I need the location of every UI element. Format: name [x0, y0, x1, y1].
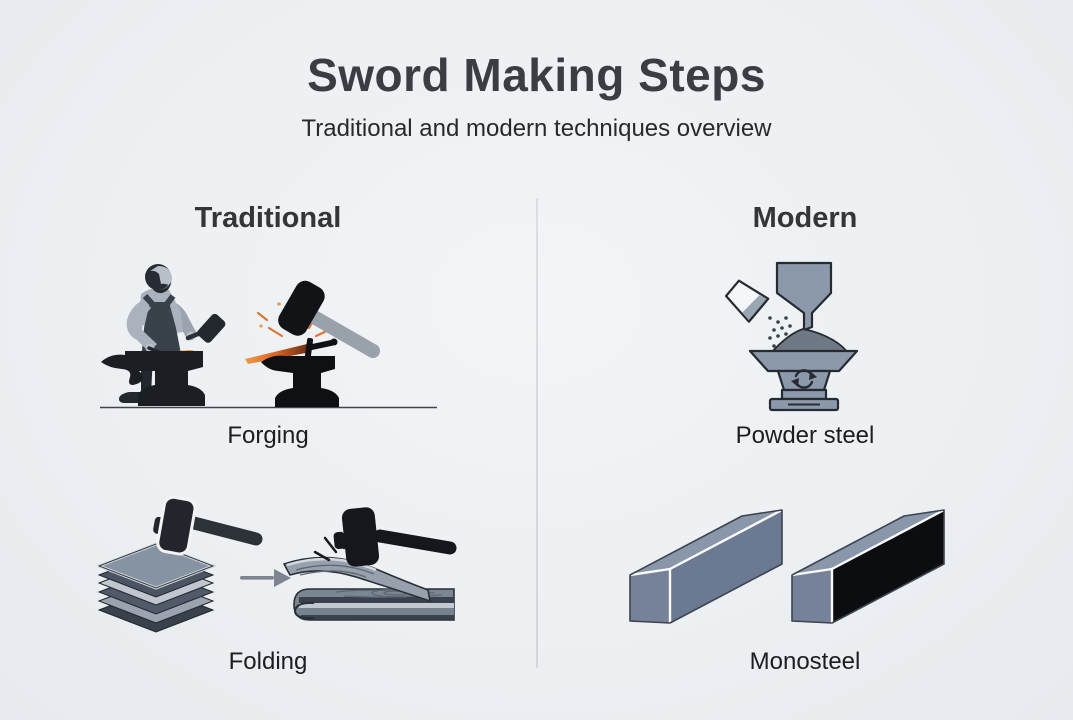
caption-monosteel: Monosteel — [749, 648, 861, 675]
recycle-icon — [791, 369, 817, 389]
caption-powder-steel: Powder steel — [735, 422, 875, 449]
figure-folding — [98, 492, 458, 642]
page-title: Sword Making Steps — [307, 49, 766, 101]
caption-folding: Folding — [228, 648, 308, 675]
blacksmith-figure — [119, 264, 226, 403]
funnel-icon — [775, 261, 833, 332]
column-header-traditional: Traditional — [194, 202, 342, 234]
anvil-icon — [261, 355, 339, 407]
figure-monosteel — [627, 502, 972, 632]
column-divider — [536, 198, 538, 668]
billet-hammer-icon — [313, 507, 457, 567]
impact-marks-icon — [313, 532, 346, 562]
column-header-modern: Modern — [752, 202, 858, 234]
big-hammer-icon — [278, 280, 380, 358]
anvil-icon — [101, 351, 205, 406]
steel-bar-dark-icon — [790, 508, 946, 625]
stack-hammer-icon — [153, 495, 263, 556]
figure-forging — [95, 256, 460, 411]
plate-stack-icon — [98, 542, 218, 633]
page-subtitle: Traditional and modern techniques overvi… — [301, 115, 772, 142]
beaker-icon — [724, 279, 770, 323]
arrow-right-icon — [240, 569, 291, 587]
caption-forging: Forging — [227, 422, 309, 449]
sword-icon — [245, 337, 338, 364]
folded-billet-icon — [283, 556, 455, 621]
powder-pile-icon — [768, 328, 850, 354]
mold-anvil-icon — [748, 349, 859, 412]
steel-bar-icon — [628, 508, 784, 625]
figure-powder-steel — [700, 258, 870, 413]
hand-hammer-icon — [185, 313, 226, 343]
